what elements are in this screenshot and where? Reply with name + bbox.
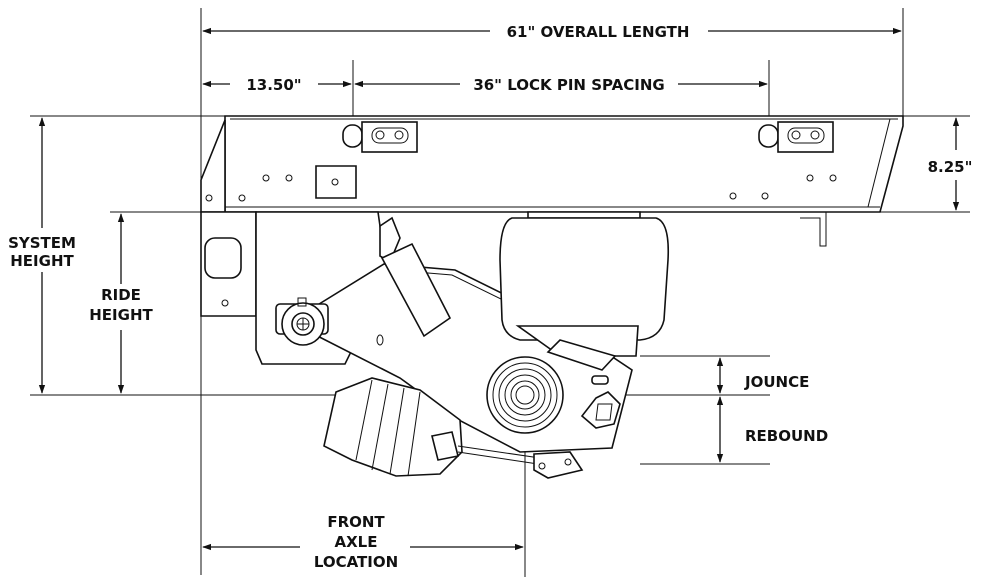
axle-hub: [486, 356, 564, 434]
front-axle-label-2: AXLE: [335, 533, 378, 551]
dimension-front-axle-location: FRONT AXLE LOCATION: [202, 513, 524, 571]
front-offset-label: 13.50": [246, 76, 301, 94]
slack-adjuster: [457, 445, 584, 479]
dimension-lock-pin-spacing: 36" LOCK PIN SPACING: [354, 76, 768, 94]
lock-pin-front: [342, 121, 418, 153]
dimension-front-offset: 13.50": [202, 76, 352, 94]
ride-height-label-2: HEIGHT: [89, 306, 153, 324]
system-height-label-1: SYSTEM: [8, 234, 76, 252]
jounce-label: JOUNCE: [744, 373, 809, 391]
dimension-ride-height: RIDE HEIGHT: [89, 213, 154, 394]
dimension-system-height: SYSTEM HEIGHT: [8, 117, 76, 394]
shock-absorber: [379, 216, 452, 338]
dimension-overall-length: 61" OVERALL LENGTH: [202, 23, 902, 41]
frame-holes: [205, 174, 837, 202]
lock-pin-spacing-label: 36" LOCK PIN SPACING: [473, 76, 664, 94]
lock-pin-rear: [758, 121, 834, 153]
dimension-jounce: JOUNCE: [716, 357, 809, 394]
system-height-label-2: HEIGHT: [10, 252, 74, 270]
dimension-rebound: REBOUND: [716, 396, 828, 463]
ride-height-label-1: RIDE: [101, 286, 141, 304]
front-axle-label-1: FRONT: [327, 513, 385, 531]
rear-bracket-tab: [800, 211, 827, 247]
rebound-label: REBOUND: [745, 427, 828, 445]
front-axle-label-3: LOCATION: [314, 553, 398, 571]
pivot-bushing: [275, 297, 329, 346]
air-spring: [499, 211, 670, 371]
brake-chamber: [323, 377, 463, 477]
frame-height-label: 8.25": [928, 158, 973, 176]
front-bracket-plate: [315, 165, 357, 199]
cam-bracket: [580, 391, 621, 429]
dimension-frame-height: 8.25": [928, 117, 973, 211]
overall-length-label: 61" OVERALL LENGTH: [507, 23, 690, 41]
